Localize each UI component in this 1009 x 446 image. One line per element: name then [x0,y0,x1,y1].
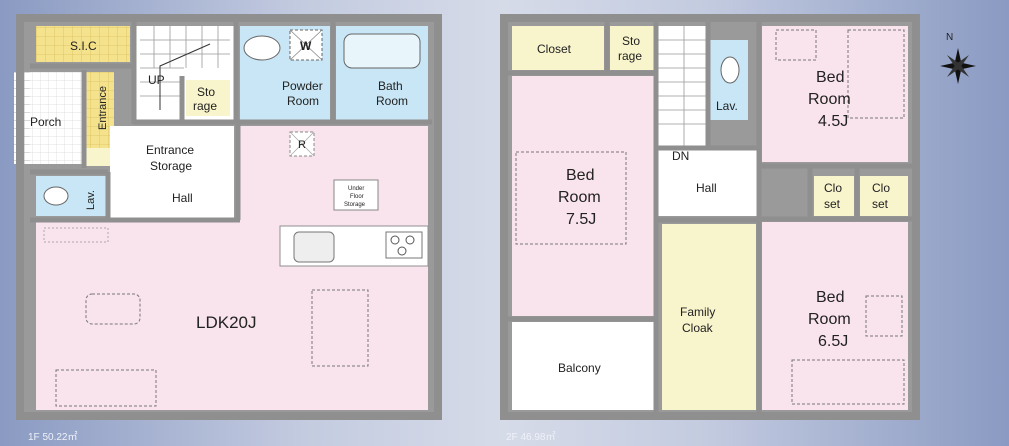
hall-1f-label: Hall [172,191,193,205]
porch-label: Porch [30,115,61,129]
bed-room-65[interactable] [762,222,908,410]
bath-label-b: Room [376,94,408,108]
dn-label: DN [672,149,689,163]
bed-75-label-c: 7.5J [566,211,596,228]
hall-2f-label: Hall [696,181,717,195]
entrance-storage-label-a: Entrance [146,143,194,157]
bed-75-label-a: Bed [566,167,594,184]
under-floor-label-c: Storage [344,202,366,208]
under-floor-label-b: Floor [350,194,364,200]
powder-sink-icon [243,35,281,61]
balcony[interactable] [512,322,654,410]
bed-45-label-a: Bed [816,69,844,86]
ldk-label: LDK20J [196,313,256,332]
bed-75-label-b: Room [558,189,601,206]
closet-2f-label: Closet [537,42,572,56]
floor-1: S.I.C Porch Entrance UP Sto rage W Powde… [14,14,442,420]
lav-2f-label: Lav. [716,99,738,113]
bath-label-a: Bath [378,79,403,93]
bathtub-icon [343,33,421,69]
closet-b-label-b: set [872,197,889,211]
closet-b-label-a: Clo [872,181,890,195]
bed-45-icon [847,29,905,119]
stove-icon [385,231,423,259]
floor2-area-caption: 2F 46.98㎡ [506,432,556,443]
sic-label: S.I.C [70,39,97,53]
dining-table-icon [311,289,369,367]
closet-a-label-a: Clo [824,181,842,195]
entrance-storage-label-b: Storage [150,159,192,173]
closet-a-2f[interactable] [814,176,854,216]
stair-2f-treads [658,26,710,146]
bed-room-75[interactable] [512,76,654,316]
bed-room-45[interactable] [762,26,908,162]
desk-45-icon [775,29,817,61]
bed-65-label-c: 6.5J [818,333,848,350]
toilet-icon [43,186,69,206]
stair-up-arrow [159,43,211,110]
bed-65-label-b: Room [808,311,851,328]
floor1-inner-walls [30,22,432,223]
storage-1f-label-b: rage [193,99,217,113]
bed-65-label-a: Bed [816,289,844,306]
family-cloak-label-b: Cloak [682,321,714,335]
storage-room-2f[interactable] [610,26,654,70]
sic-room[interactable] [36,26,130,62]
entrance-room[interactable] [86,72,114,148]
storage-room-1f[interactable] [186,80,230,116]
floor1-area-caption: 1F 50.22㎡ [28,432,78,443]
toilet-2f-icon [720,56,740,84]
family-cloak-label-a: Family [680,305,715,319]
tv-board-icon [43,227,109,243]
storage-2f-label-a: Sto [622,34,640,48]
entrance-label: Entrance [97,86,109,130]
storage-2f-label-b: rage [618,49,642,63]
lav-1f-label: Lav. [85,190,97,210]
coffee-table-icon [85,293,141,325]
sofa-icon [55,369,157,407]
family-cloak[interactable] [662,224,756,410]
balcony-label: Balcony [558,361,601,375]
refrigerator-label: R [298,139,306,151]
hall-1f[interactable] [110,126,234,220]
bed-75-icon [515,151,627,245]
closet-b-2f[interactable] [860,176,908,216]
compass-north-label: N [946,32,953,43]
desk-65-icon [865,295,903,337]
washer-label: W [300,39,312,53]
bed-65-icon [791,359,905,405]
powder-label-a: Powder [282,79,323,93]
closet-a-label-b: set [824,197,841,211]
bed-45-label-c: 4.5J [818,113,848,130]
under-floor-storage-box [333,179,379,211]
kitchen-sink-icon [293,231,335,263]
closet-2f[interactable] [512,26,604,70]
hall-2f[interactable] [658,150,758,216]
powder-label-b: Room [287,94,319,108]
bed-45-label-b: Room [808,91,851,108]
up-label: UP [148,73,165,87]
under-floor-label-a: Under [348,186,364,192]
compass-icon: N [940,32,976,84]
storage-1f-label-a: Sto [197,85,215,99]
floor-2: Closet Sto rage Bed Room 4.5J Lav. DN Ha… [500,14,920,420]
floor2-inner-walls [508,22,912,414]
